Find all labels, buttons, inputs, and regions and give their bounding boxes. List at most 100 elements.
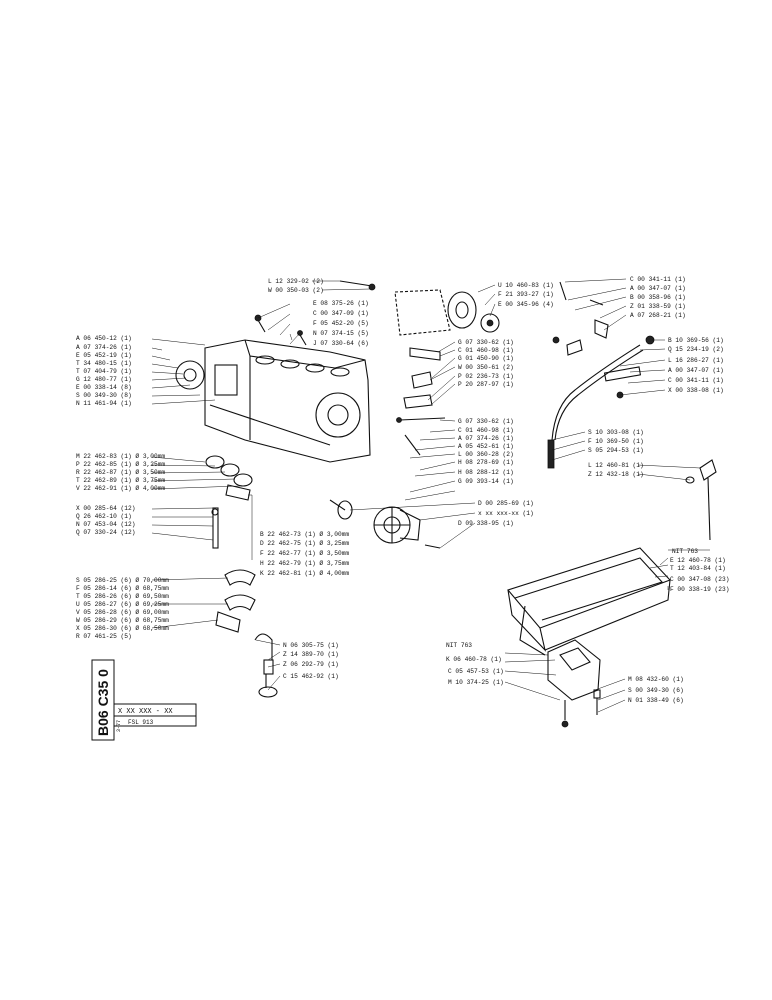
label-74: F 10 369-50 (1) — [588, 438, 644, 445]
label-14: S 00 349-30 (8) — [76, 392, 132, 399]
label-67: B 10 369-56 (1) — [668, 337, 724, 344]
label-86: M 10 374-25 (1) — [448, 679, 504, 686]
label-52: C 01 460-98 (1) — [458, 427, 514, 434]
label-46: C 01 460-98 (1) — [458, 347, 514, 354]
label-51: G 07 330-62 (1) — [458, 418, 514, 425]
label-56: H 08 278-69 (1) — [458, 459, 514, 466]
part-labels: L 12 329-02 (2) W 00 350-03 (2) E 08 375… — [76, 276, 729, 704]
label-76: L 12 460-81 (1) — [588, 462, 644, 469]
leader-lines — [151, 278, 710, 713]
label-4: F 05 452-20 (5) — [313, 320, 369, 327]
label-44: E 00 345-96 (4) — [498, 301, 554, 308]
label-64: B 00 358-96 (1) — [630, 294, 686, 301]
head-bolt — [339, 280, 376, 291]
label-66: A 07 268-21 (1) — [630, 312, 686, 319]
label-15: N 11 461-94 (1) — [76, 400, 132, 407]
label-31: X 05 286-30 (6) Ø 68,50mm — [76, 625, 169, 632]
label-13: E 00 338-14 (8) — [76, 384, 132, 391]
oil-pan — [507, 547, 671, 656]
label-88: S 00 349-30 (6) — [628, 687, 684, 694]
label-48: W 00 350-61 (2) — [458, 364, 514, 371]
label-47: G 01 450-90 (1) — [458, 355, 514, 362]
label-72: X 00 338-08 (1) — [668, 387, 724, 394]
label-16: M 22 462-83 (1) Ø 3,00mm — [76, 453, 165, 460]
label-50: P 20 287-97 (1) — [458, 381, 514, 388]
label-65: Z 01 338-59 (1) — [630, 303, 686, 310]
engine-block — [175, 314, 371, 463]
label-40: Z 06 292-79 (1) — [283, 661, 339, 668]
label-30: W 05 286-29 (6) Ø 68,75mm — [76, 617, 169, 624]
dipstick-hardware — [547, 281, 655, 469]
label-69: L 16 286-27 (1) — [668, 357, 724, 364]
label-27: T 05 286-26 (6) Ø 69,50mm — [76, 593, 169, 600]
title-code: B06 C35 0 — [95, 669, 111, 736]
label-79: E 12 460-78 (1) — [670, 557, 726, 564]
label-28: U 05 286-27 (6) Ø 69,25mm — [76, 601, 169, 608]
label-21: X 00 285-64 (12) — [76, 505, 135, 512]
label-0: L 12 329-02 (2) — [268, 278, 324, 285]
label-61: D 09 338-95 (1) — [458, 520, 514, 527]
label-78: NIT 763 — [672, 548, 698, 555]
label-68: Q 15 234-19 (2) — [668, 346, 724, 353]
label-37: K 22 462-81 (1) Ø 4,00mm — [260, 570, 349, 577]
label-58: G 09 393-14 (1) — [458, 478, 514, 485]
label-49: P 02 236-73 (1) — [458, 373, 514, 380]
label-29: V 05 286-28 (6) Ø 69,00mm — [76, 609, 169, 616]
label-5: N 07 374-15 (5) — [313, 330, 369, 337]
label-18: R 22 462-87 (1) Ø 3,50mm — [76, 469, 165, 476]
label-70: A 00 347-07 (1) — [668, 367, 724, 374]
label-6: J 07 330-64 (6) — [313, 340, 369, 347]
label-77: Z 12 432-18 (1) — [588, 471, 644, 478]
rod-bearing-halves — [215, 569, 256, 633]
label-38: N 06 305-75 (1) — [283, 642, 339, 649]
label-17: P 22 462-85 (1) Ø 3,25mm — [76, 461, 165, 468]
label-41: C 15 462-92 (1) — [283, 673, 339, 680]
label-7: A 06 450-12 (1) — [76, 335, 132, 342]
label-57: H 08 288-12 (1) — [458, 469, 514, 476]
label-63: A 00 347-07 (1) — [630, 285, 686, 292]
suction-pipe — [254, 633, 278, 698]
label-23: N 07 453-04 (12) — [76, 521, 135, 528]
label-36: H 22 462-79 (1) Ø 3,75mm — [260, 560, 349, 567]
label-87: M 08 432-60 (1) — [628, 676, 684, 683]
label-19: T 22 462-89 (1) Ø 3,75mm — [76, 477, 165, 484]
cover-plate — [394, 289, 451, 336]
oil-strainer — [547, 639, 601, 728]
label-62: C 00 341-11 (1) — [630, 276, 686, 283]
label-59: D 00 285-69 (1) — [478, 500, 534, 507]
label-11: T 07 404-79 (1) — [76, 368, 132, 375]
label-1: W 00 350-03 (2) — [268, 287, 324, 294]
title-sub: FSL 913 — [128, 719, 154, 726]
label-45: G 07 330-62 (1) — [458, 339, 514, 346]
label-42: U 10 460-83 (1) — [498, 282, 554, 289]
label-20: V 22 462-91 (1) Ø 4,00mm — [76, 485, 165, 492]
label-8: A 07 374-26 (1) — [76, 344, 132, 351]
label-71: C 00 341-11 (1) — [668, 377, 724, 384]
label-9: E 05 452-19 (1) — [76, 352, 132, 359]
label-43: F 21 393-27 (1) — [498, 291, 554, 298]
label-24: Q 07 330-24 (12) — [76, 529, 135, 536]
title-page: 3-77 — [116, 720, 122, 732]
label-35: F 22 462-77 (1) Ø 3,50mm — [260, 550, 349, 557]
label-84: K 06 460-78 (1) — [446, 656, 502, 663]
label-75: S 05 294-53 (1) — [588, 447, 644, 454]
label-55: L 00 360-28 (2) — [458, 451, 514, 458]
label-2: E 08 375-26 (1) — [313, 300, 369, 307]
label-73: S 10 303-08 (1) — [588, 429, 644, 436]
title-ref: X XX XXX - XX — [118, 708, 173, 716]
label-80: T 12 403-84 (1) — [670, 565, 726, 572]
front-seal-housing — [447, 291, 500, 333]
label-54: A 05 452-61 (1) — [458, 443, 514, 450]
title-block — [91, 659, 197, 741]
label-3: C 00 347-09 (1) — [313, 310, 369, 317]
label-34: D 22 462-75 (1) Ø 3,25mm — [260, 540, 349, 547]
label-33: B 22 462-73 (1) Ø 3,00mm — [260, 531, 349, 538]
label-60: x xx xxx-xx (1) — [478, 510, 534, 517]
label-82: F 00 338-19 (23) — [670, 586, 729, 593]
fittings-middle — [396, 347, 446, 456]
main-bearing-shells — [205, 455, 253, 501]
label-85: C 05 457-53 (1) — [448, 668, 504, 675]
dipstick — [685, 459, 717, 541]
label-22: Q 26 462-10 (1) — [76, 513, 132, 520]
